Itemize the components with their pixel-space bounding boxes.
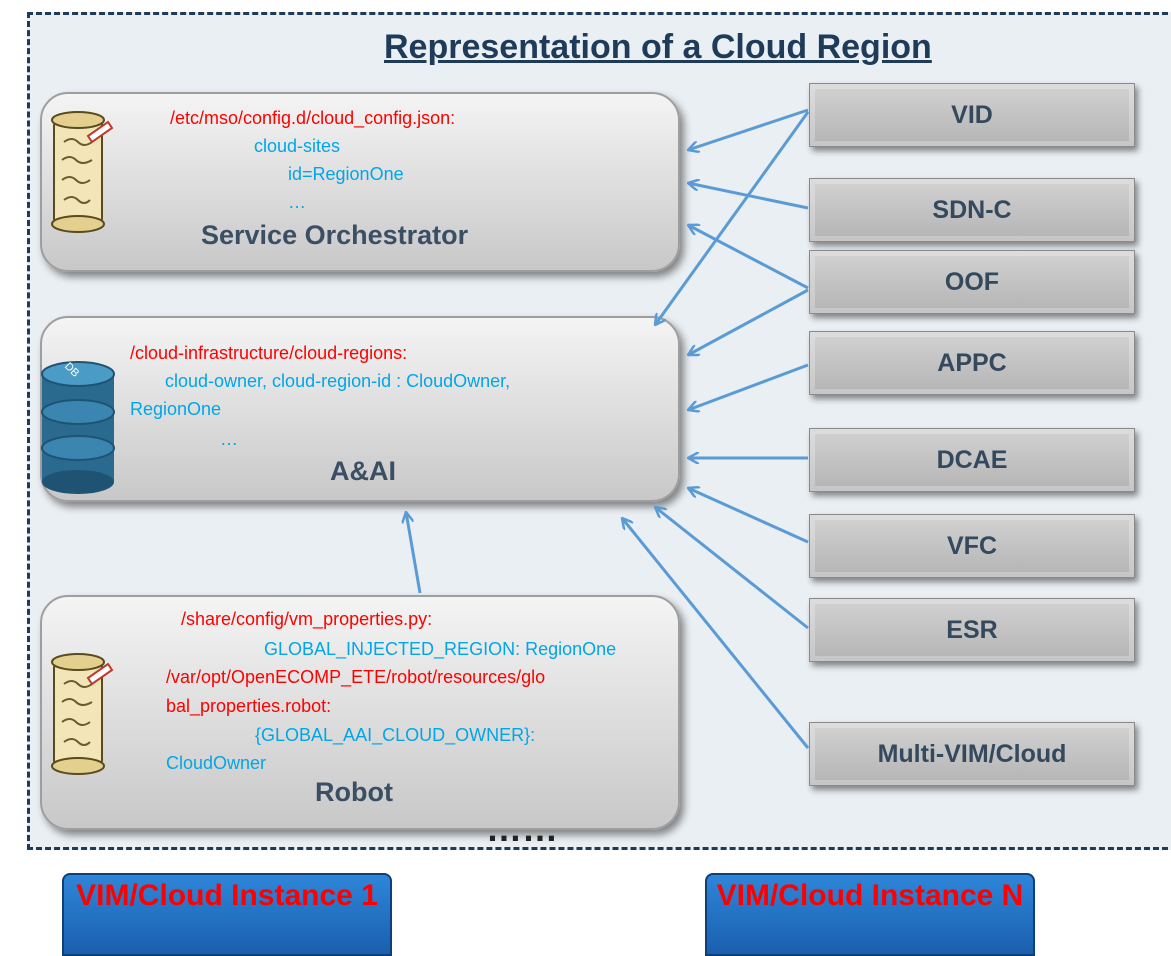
component-vid: VID [809, 83, 1135, 147]
diagram-title: Representation of a Cloud Region [384, 28, 932, 66]
aai-title: A&AI [330, 456, 396, 486]
component-appc: APPC [809, 331, 1135, 395]
so-ellipsis: … [288, 192, 306, 212]
component-multi-vim-cloud: Multi-VIM/Cloud [809, 722, 1135, 786]
so-config-path: /etc/mso/config.d/cloud_config.json: [170, 108, 456, 128]
aai-region-one: RegionOne [130, 399, 222, 419]
component-vfc: VFC [809, 514, 1135, 578]
robot-global-properties-path: /var/opt/OpenECOMP_ETE/robot/resources/g… [166, 667, 546, 687]
service-orchestrator-title: Service Orchestrator [201, 220, 469, 250]
aai-ellipsis: … [220, 429, 238, 449]
robot-injected-region: GLOBAL_INJECTED_REGION: RegionOne [264, 639, 617, 659]
so-region-id: id=RegionOne [288, 164, 404, 184]
aai-box [40, 316, 680, 502]
vim-cloud-instance-n: VIM/Cloud Instance N [705, 873, 1035, 956]
aai-owner-region: cloud-owner, cloud-region-id : CloudOwne… [165, 371, 511, 391]
robot-global-properties-path-cont: bal_properties.robot: [166, 696, 332, 716]
component-sdn-c: SDN-C [809, 178, 1135, 242]
component-esr: ESR [809, 598, 1135, 662]
component-oof: OOF [809, 250, 1135, 314]
so-cloud-sites: cloud-sites [254, 136, 341, 156]
robot-cloud-owner-value: CloudOwner [166, 753, 267, 773]
robot-title: Robot [315, 777, 393, 807]
robot-box [40, 595, 680, 830]
service-orchestrator-box [40, 92, 680, 272]
aai-config-path: /cloud-infrastructure/cloud-regions: [130, 343, 408, 363]
robot-cloud-owner-key: {GLOBAL_AAI_CLOUD_OWNER}: [255, 725, 536, 745]
instances-ellipsis: …… [486, 808, 558, 849]
vim-cloud-instance-1: VIM/Cloud Instance 1 [62, 873, 392, 956]
component-dcae: DCAE [809, 428, 1135, 492]
robot-vm-properties-path: /share/config/vm_properties.py: [181, 609, 433, 629]
